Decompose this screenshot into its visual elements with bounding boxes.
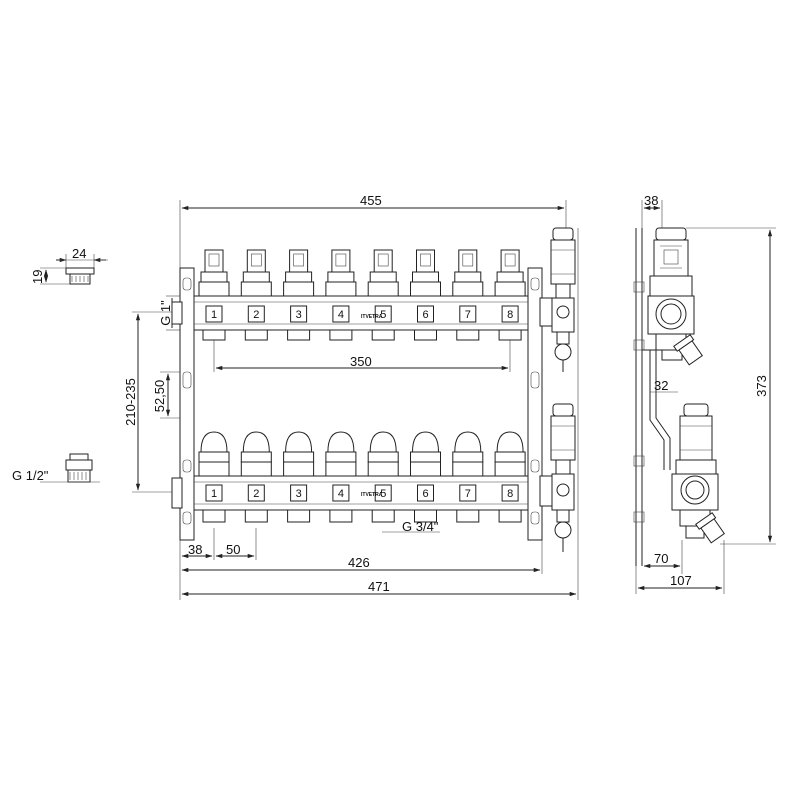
dim-210-235: 210-235: [123, 378, 138, 426]
valve-cap: [198, 431, 230, 523]
port-number-box: [205, 484, 223, 502]
valve-cap: [367, 431, 399, 523]
port-number: 6: [423, 488, 429, 500]
port-number: 7: [465, 309, 471, 321]
valve-cap: [410, 431, 441, 523]
port-number: 4: [338, 309, 344, 321]
valve-cap: [494, 431, 526, 523]
port-labels-top: 1 2 3 4 5 6 7 8: [205, 305, 519, 323]
dim-471: 471: [368, 579, 390, 594]
dim-19: 19: [30, 270, 45, 284]
port-number-box: [332, 484, 350, 502]
fitting-detail-bottom: G 1/2": [12, 453, 100, 483]
dim-32: 32: [654, 378, 668, 393]
port-number: 7: [465, 488, 471, 500]
dim-24: 24: [72, 246, 86, 261]
port-number-box: [459, 484, 477, 502]
flow-meter: [198, 249, 230, 341]
port-number-box: [290, 484, 308, 502]
port-number-box: [417, 305, 434, 323]
port-number: 2: [253, 309, 259, 321]
flow-meters: [198, 249, 526, 341]
flow-meter: [283, 249, 315, 341]
valve-cap: [240, 431, 272, 523]
dim-455: 455: [360, 193, 382, 208]
flow-meter: [410, 249, 441, 341]
port-number-box: [374, 305, 392, 323]
port-number: 6: [423, 309, 429, 321]
port-number-box: [459, 305, 477, 323]
brand-logo-bottom: ITVETRA: [361, 492, 383, 498]
dim-52-50: 52,50: [152, 380, 167, 413]
port-number-box: [332, 305, 350, 323]
port-number: 8: [507, 309, 513, 321]
dim-side-38: 38: [644, 193, 658, 208]
front-dimensions: 455 350 210-235 52,50 G 1" G 3/4" 38 50: [123, 193, 579, 600]
port-number: 1: [211, 309, 217, 321]
supply-bar: [193, 295, 529, 331]
dim-g1-thread: G 1": [158, 300, 173, 326]
port-number: 3: [296, 309, 302, 321]
fitting-detail-top: 24 19: [30, 246, 108, 285]
dim-38: 38: [188, 542, 202, 557]
left-bracket: [179, 267, 195, 541]
flow-meter: [494, 249, 526, 341]
right-bracket: [527, 267, 543, 541]
brand-logo-top: ITVETRA: [361, 314, 383, 320]
port-number-box: [247, 484, 265, 502]
flow-meter: [367, 249, 399, 341]
bottom-vent-assembly: [550, 403, 576, 552]
port-number-box: [501, 484, 519, 502]
port-number-box: [374, 484, 392, 502]
valve-caps: [198, 431, 526, 523]
port-number: 1: [211, 488, 217, 500]
port-number: 8: [507, 488, 513, 500]
dim-g34-thread: G 3/4": [402, 519, 439, 534]
dim-350: 350: [350, 354, 372, 369]
port-number: 5: [380, 309, 386, 321]
flow-meter: [452, 249, 484, 341]
port-number-box: [290, 305, 308, 323]
dim-373: 373: [754, 375, 769, 397]
port-number-box: [501, 305, 519, 323]
valve-cap: [452, 431, 484, 523]
port-number: 5: [380, 488, 386, 500]
port-number: 4: [338, 488, 344, 500]
flow-meter: [240, 249, 272, 341]
dim-70: 70: [654, 551, 668, 566]
front-view: 1 2 3 4 5 6 7 8 1 2 3 4 5 6 7 8 ITVETRA ITVETRA: [171, 227, 576, 552]
port-number-box: [247, 305, 265, 323]
port-number-box: [417, 484, 434, 502]
side-view: 38 373 32 70 107: [633, 193, 776, 594]
valve-cap: [325, 431, 357, 523]
dim-426: 426: [348, 555, 370, 570]
port-number: 2: [253, 488, 259, 500]
dim-50: 50: [226, 542, 240, 557]
port-number: 3: [296, 488, 302, 500]
port-labels-bottom: 1 2 3 4 5 6 7 8: [205, 484, 519, 502]
port-number-box: [205, 305, 223, 323]
top-vent-assembly: [550, 227, 576, 372]
flow-meter: [325, 249, 357, 341]
dim-107: 107: [670, 573, 692, 588]
valve-cap: [283, 431, 315, 523]
dim-g12-thread: G 1/2": [12, 468, 49, 483]
